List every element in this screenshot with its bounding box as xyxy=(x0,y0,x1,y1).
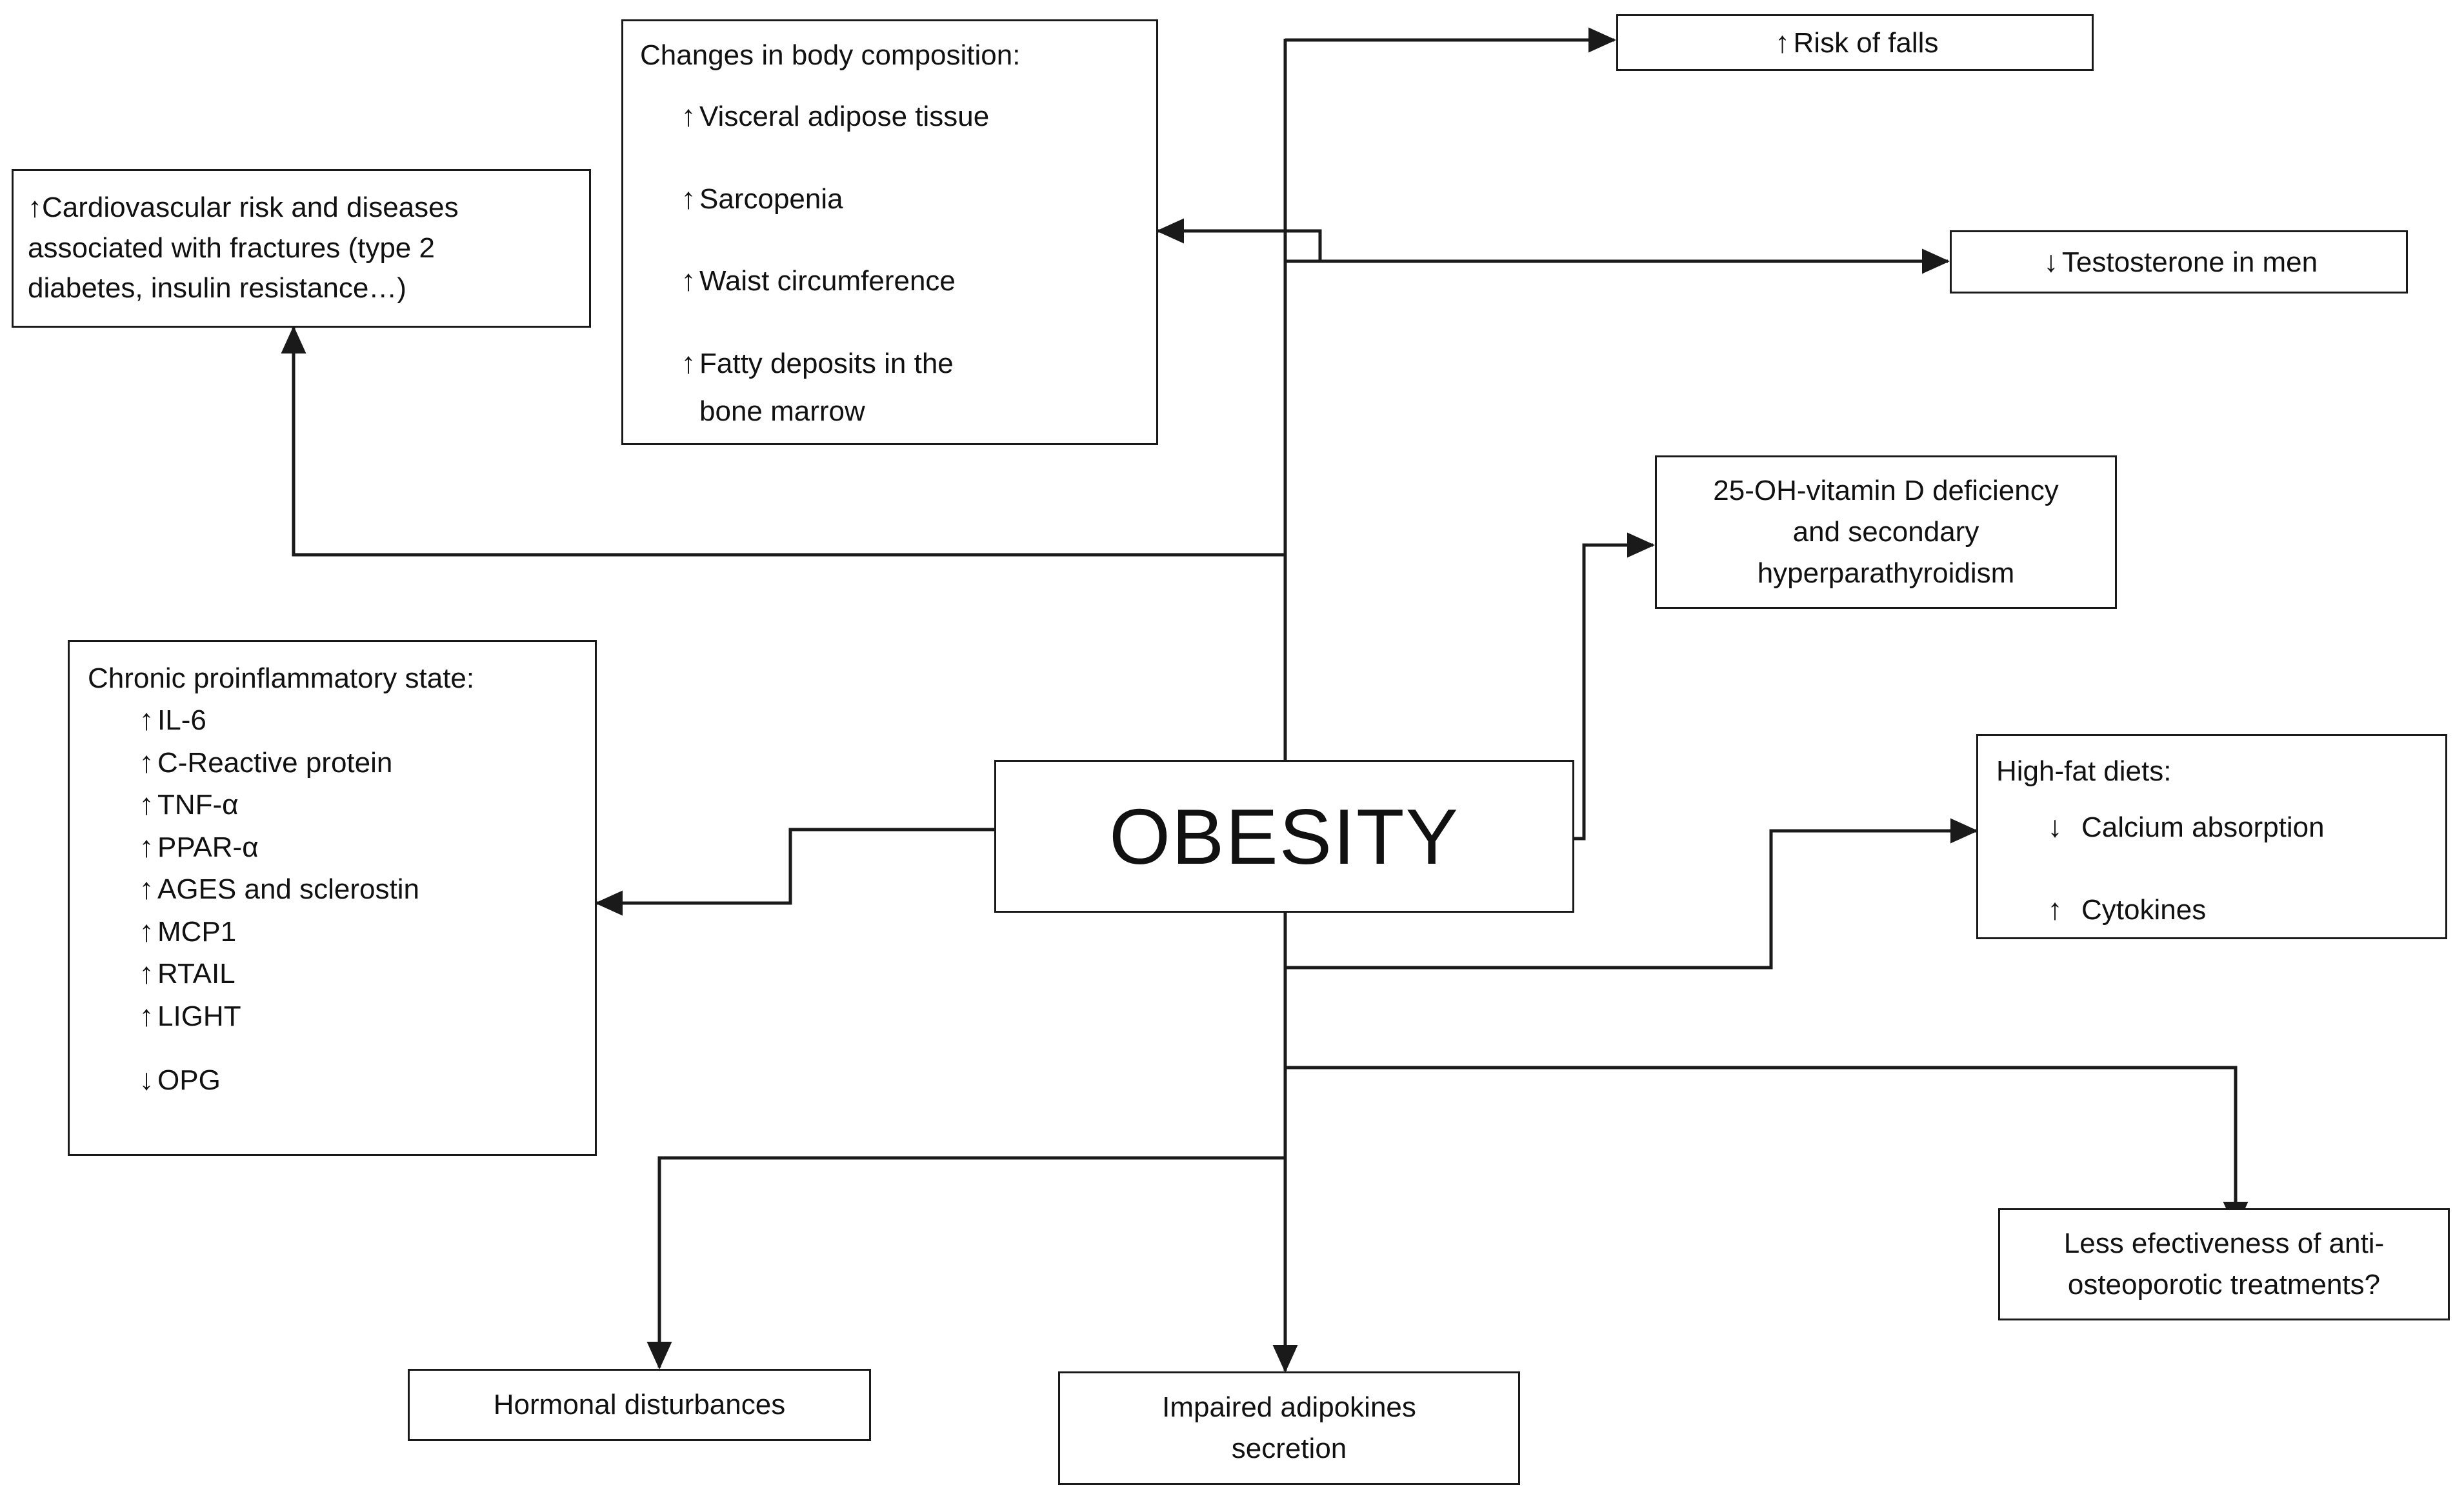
risk-of-falls-row: ↑ Risk of falls xyxy=(1772,21,1939,63)
list-item: ↑ Waist circumference xyxy=(640,259,1156,301)
vitamin-d-line-2: and secondary xyxy=(1792,516,1979,548)
list-item-label: TNF-α xyxy=(157,789,239,821)
list-item: ↑ IL-6 xyxy=(88,699,595,741)
body-composition-list: ↑ Visceral adipose tissue ↑ Sarcopenia ↑… xyxy=(640,75,1156,432)
list-item-label: IL-6 xyxy=(157,704,206,737)
high-fat-list: ↓ Calcium absorption ↑ Cytokines xyxy=(1996,791,2445,930)
list-item: ↑ C-Reactive protein xyxy=(88,741,595,783)
list-item: ↑ TNF-α xyxy=(88,783,595,825)
node-high-fat-diets[interactable]: High-fat diets: ↓ Calcium absorption ↑ C… xyxy=(1976,734,2447,939)
wire-hormonal xyxy=(646,1156,1285,1369)
list-item-label: C-Reactive protein xyxy=(157,746,393,779)
arrow-up-icon: ↑ xyxy=(2047,891,2063,926)
risk-of-falls-label: Risk of falls xyxy=(1793,27,1939,59)
arrow-up-icon: ↑ xyxy=(139,998,154,1032)
cardiovascular-line-2: associated with fractures (type 2 xyxy=(28,232,435,264)
list-item: ↑ PPAR-α xyxy=(88,826,595,868)
list-item: ↓ OPG xyxy=(88,1059,595,1100)
arrow-down-icon: ↓ xyxy=(2043,244,2059,279)
adipokines-line-2: secretion xyxy=(1231,1433,1347,1464)
inflammatory-heading: Chronic proinflammatory state: xyxy=(88,662,475,694)
list-item-label: Sarcopenia xyxy=(699,183,843,215)
node-cardiovascular[interactable]: ↑ Cardiovascular risk and diseases assoc… xyxy=(12,169,591,328)
list-item-label: bone marrow xyxy=(699,395,865,428)
node-treatments[interactable]: Less efectiveness of anti- osteoporotic … xyxy=(1998,1208,2450,1320)
node-body-composition[interactable]: Changes in body composition: ↑ Visceral … xyxy=(621,19,1158,445)
hormonal-label: Hormonal disturbances xyxy=(493,1389,786,1421)
arrow-up-icon: ↑ xyxy=(681,263,696,297)
arrow-up-icon: ↑ xyxy=(681,345,696,379)
list-item-label: RTAIL xyxy=(157,958,235,990)
wire-testosterone-in xyxy=(1156,218,1948,263)
cardiovascular-line-3: diabetes, insulin resistance…) xyxy=(28,272,406,304)
node-risk-of-falls[interactable]: ↑ Risk of falls xyxy=(1616,14,2094,71)
wire-treatments xyxy=(1285,1066,2249,1229)
arrow-up-icon: ↑ xyxy=(681,99,696,133)
arrow-up-icon: ↑ xyxy=(139,744,154,779)
body-composition-heading: Changes in body composition: xyxy=(640,39,1021,71)
arrow-up-icon: ↑ xyxy=(139,787,154,821)
list-item: ↓ Calcium absorption xyxy=(1996,806,2445,848)
list-item-label: Calcium absorption xyxy=(2081,811,2325,844)
list-item-label: LIGHT xyxy=(157,1000,241,1032)
arrow-up-icon: ↑ xyxy=(139,702,154,737)
list-item: ↑ Visceral adipose tissue xyxy=(640,95,1156,137)
arrow-up-icon: ↑ xyxy=(139,913,154,948)
wire-inflammatory xyxy=(595,828,994,916)
node-inflammatory[interactable]: Chronic proinflammatory state: ↑ IL-6 ↑ … xyxy=(68,640,597,1156)
cardiovascular-row-1: ↑ Cardiovascular risk and diseases xyxy=(28,188,577,228)
arrow-down-icon: ↓ xyxy=(139,1062,154,1097)
list-item: ↑ Fatty deposits in the xyxy=(640,342,1156,384)
cardiovascular-line-1: Cardiovascular risk and diseases xyxy=(42,192,459,224)
arrow-up-icon: ↑ xyxy=(681,181,696,215)
list-item: ↑ RTAIL xyxy=(88,952,595,994)
vitamin-d-line-3: hyperparathyroidism xyxy=(1757,557,2015,589)
list-spacer xyxy=(88,1037,595,1059)
list-item-label: Cytokines xyxy=(2081,893,2207,926)
list-item: ↑ LIGHT xyxy=(88,995,595,1037)
list-item-label: PPAR-α xyxy=(157,831,259,863)
list-item: ↑ Sarcopenia xyxy=(640,177,1156,219)
node-hormonal-disturbances[interactable]: Hormonal disturbances xyxy=(408,1369,871,1441)
list-item-label: MCP1 xyxy=(157,915,237,948)
list-item: ↑ Cytokines xyxy=(1996,888,2445,930)
inflammatory-list: ↑ IL-6 ↑ C-Reactive protein ↑ TNF-α ↑ PP… xyxy=(88,699,595,1100)
list-item-label: AGES and sclerostin xyxy=(157,873,419,906)
list-item-label: OPG xyxy=(157,1064,221,1097)
arrow-up-icon: ↑ xyxy=(139,829,154,863)
arrow-up-icon: ↑ xyxy=(139,871,154,906)
treatments-line-2: osteoporotic treatments? xyxy=(2067,1269,2381,1300)
adipokines-line-1: Impaired adipokines xyxy=(1162,1391,1416,1424)
arrow-up-icon: ↑ xyxy=(139,956,154,990)
testosterone-label: Testosterone in men xyxy=(2061,246,2318,279)
node-adipokines[interactable]: Impaired adipokines secretion xyxy=(1058,1371,1520,1485)
node-testosterone[interactable]: ↓ Testosterone in men xyxy=(1950,230,2408,294)
high-fat-heading: High-fat diets: xyxy=(1996,755,2172,787)
testosterone-row: ↓ Testosterone in men xyxy=(2040,241,2318,283)
list-item-label: Visceral adipose tissue xyxy=(699,101,990,133)
node-vitamin-d[interactable]: 25-OH-vitamin D deficiency and secondary… xyxy=(1655,455,2117,609)
arrow-down-icon: ↓ xyxy=(2047,810,2063,844)
treatments-line-1: Less efectiveness of anti- xyxy=(2063,1228,2385,1260)
node-obesity[interactable]: OBESITY xyxy=(994,760,1574,913)
list-item: ↑ MCP1 xyxy=(88,910,595,952)
list-item: bone marrow xyxy=(640,392,1156,432)
list-item-label: Waist circumference xyxy=(699,265,956,297)
list-item-label: Fatty deposits in the xyxy=(699,347,954,379)
arrow-up-icon: ↑ xyxy=(28,192,42,224)
vitamin-d-line-1: 25-OH-vitamin D deficiency xyxy=(1713,475,2059,507)
arrow-up-icon: ↑ xyxy=(1775,25,1790,59)
page-title: OBESITY xyxy=(1109,792,1459,881)
wire-vitamin-d xyxy=(1574,532,1655,841)
list-item: ↑ AGES and sclerostin xyxy=(88,868,595,910)
